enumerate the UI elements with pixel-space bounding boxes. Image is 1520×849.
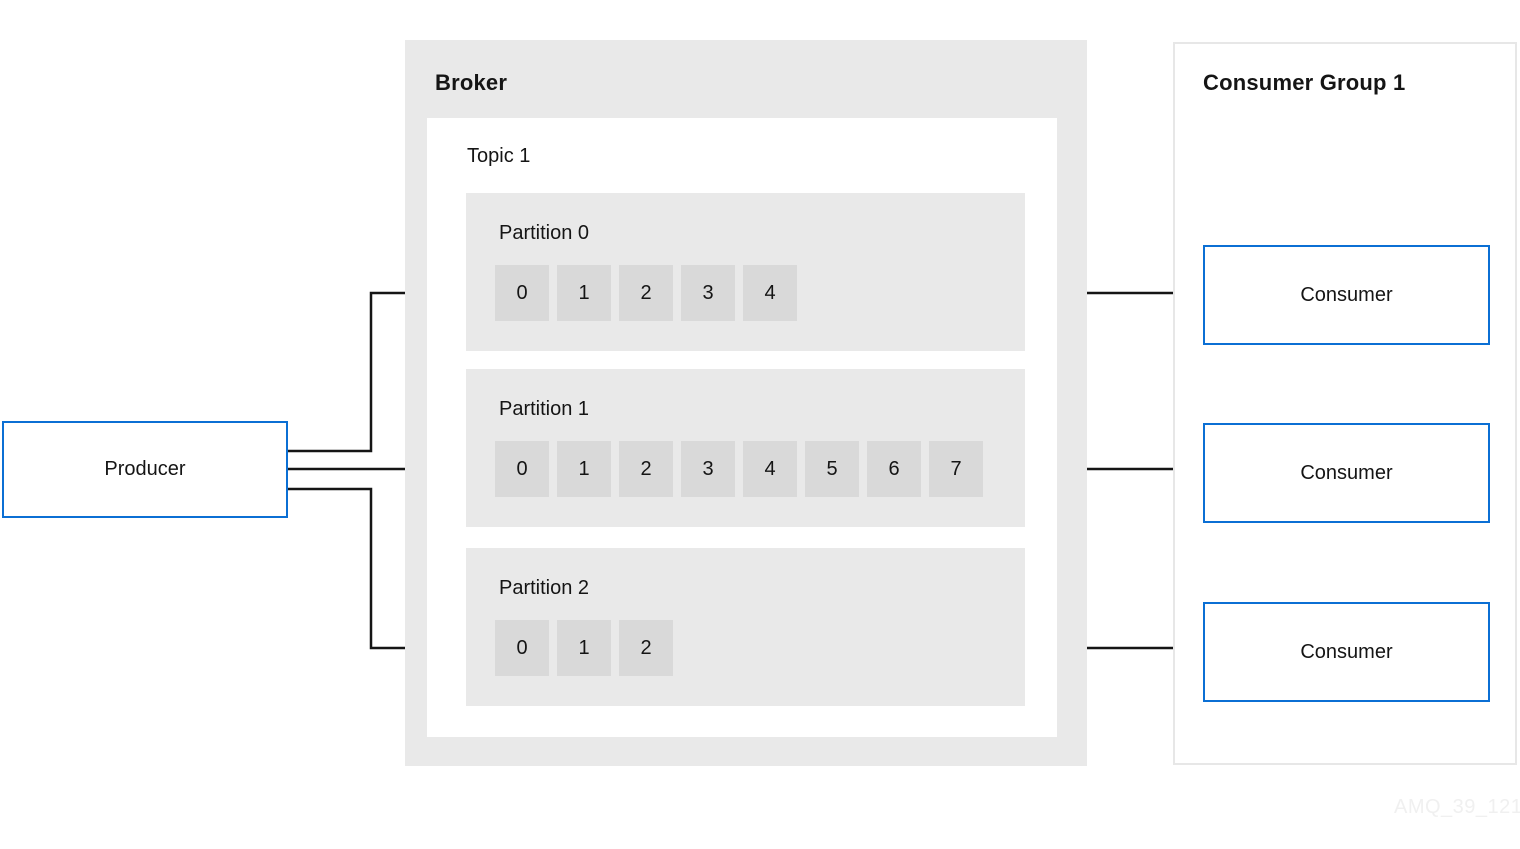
message-cell: 0 xyxy=(495,620,549,676)
message-cell: 6 xyxy=(867,441,921,497)
message-cell: 4 xyxy=(743,441,797,497)
consumer-group-title: Consumer Group 1 xyxy=(1203,70,1406,95)
topic-title: Topic 1 xyxy=(467,145,531,167)
partition-label: Partition 1 xyxy=(499,398,590,420)
message-cell: 1 xyxy=(557,441,611,497)
message-cell: 3 xyxy=(681,265,735,321)
consumer-box-0: Consumer xyxy=(1203,245,1490,345)
watermark-text: AMQ_39_1219 xyxy=(1394,796,1520,818)
producer-label: Producer xyxy=(104,458,186,480)
partition-label: Partition 0 xyxy=(499,222,590,244)
broker-title: Broker xyxy=(435,70,508,95)
consumer-label: Consumer xyxy=(1300,640,1393,663)
message-cell: 0 xyxy=(495,441,549,497)
message-cell: 2 xyxy=(619,620,673,676)
partition-label: Partition 2 xyxy=(499,577,590,599)
message-cell: 1 xyxy=(557,265,611,321)
message-cell: 0 xyxy=(495,265,549,321)
message-cell: 4 xyxy=(743,265,797,321)
message-cell: 5 xyxy=(805,441,859,497)
consumer-box-1: Consumer xyxy=(1203,423,1490,523)
consumer-label: Consumer xyxy=(1300,461,1393,484)
producer-box: Producer xyxy=(2,421,288,518)
message-cell: 2 xyxy=(619,441,673,497)
consumer-label: Consumer xyxy=(1300,283,1393,306)
message-cell: 2 xyxy=(619,265,673,321)
message-cell: 7 xyxy=(929,441,983,497)
message-cell: 1 xyxy=(557,620,611,676)
message-cell: 3 xyxy=(681,441,735,497)
consumer-box-2: Consumer xyxy=(1203,602,1490,702)
